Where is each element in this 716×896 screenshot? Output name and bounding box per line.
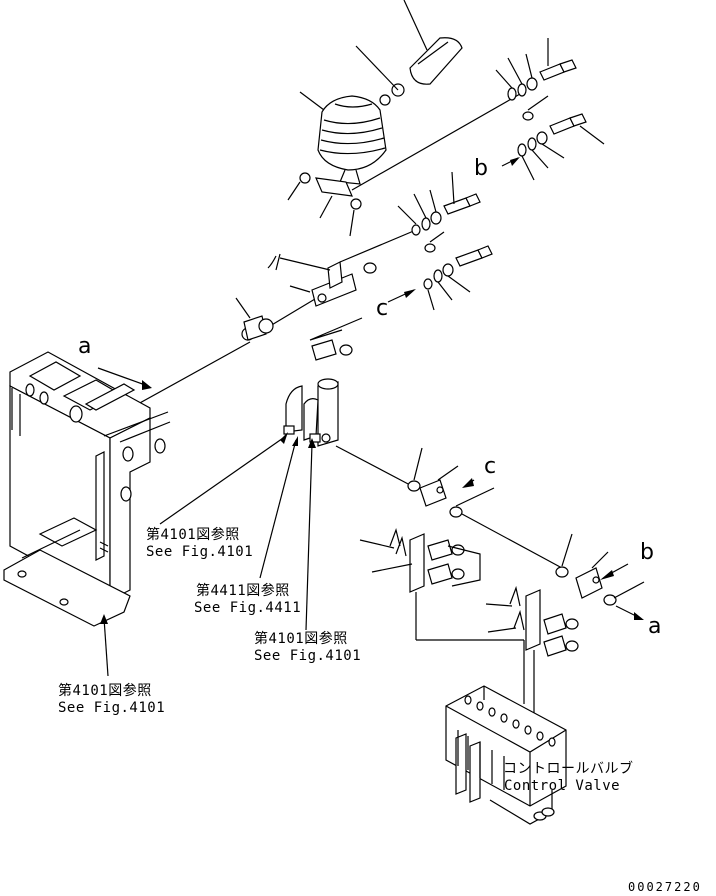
view-marker-c-right: c	[484, 454, 497, 479]
document-number: 00027220	[628, 880, 702, 894]
valve-link-bracket-2	[485, 585, 579, 720]
callout-fig4411-jp: 第4411図参照	[196, 583, 290, 599]
control-valve-label-jp: コントロールバルブ	[503, 761, 634, 777]
callout-fig4101b-en: See Fig.4101	[254, 648, 362, 664]
callout-fig4101-en: See Fig.4101	[146, 544, 254, 560]
view-marker-c-middle: c	[376, 296, 389, 321]
control-valve-body	[445, 685, 567, 825]
lever-pivot-assembly	[283, 378, 413, 487]
callout-fig4101c-jp: 第4101図参照	[58, 683, 152, 699]
bushings	[235, 297, 274, 341]
lever-boot	[317, 95, 387, 185]
callout-fig4411-en: See Fig.4411	[194, 600, 302, 616]
lever-bracket	[267, 253, 377, 361]
linkage-lower-right	[555, 533, 645, 620]
view-marker-b-upper: b	[474, 156, 488, 181]
valve-link-bracket-1	[359, 527, 525, 704]
console-frame	[3, 351, 171, 627]
fastener-group-upper	[495, 38, 605, 181]
callout-fig4101b-jp: 第4101図参照	[254, 631, 348, 647]
fastener-group-middle	[387, 171, 493, 311]
view-marker-b-right: b	[640, 540, 654, 565]
lever-knob	[409, 37, 463, 85]
callout-fig4101c-en: See Fig.4101	[58, 700, 166, 716]
control-valve-label-en: Control Valve	[504, 778, 621, 794]
view-marker-a-right: a	[648, 614, 662, 639]
view-marker-a-left: a	[78, 334, 92, 359]
linkage-upper-right	[407, 447, 563, 569]
callout-fig4101-jp: 第4101図参照	[146, 527, 240, 543]
